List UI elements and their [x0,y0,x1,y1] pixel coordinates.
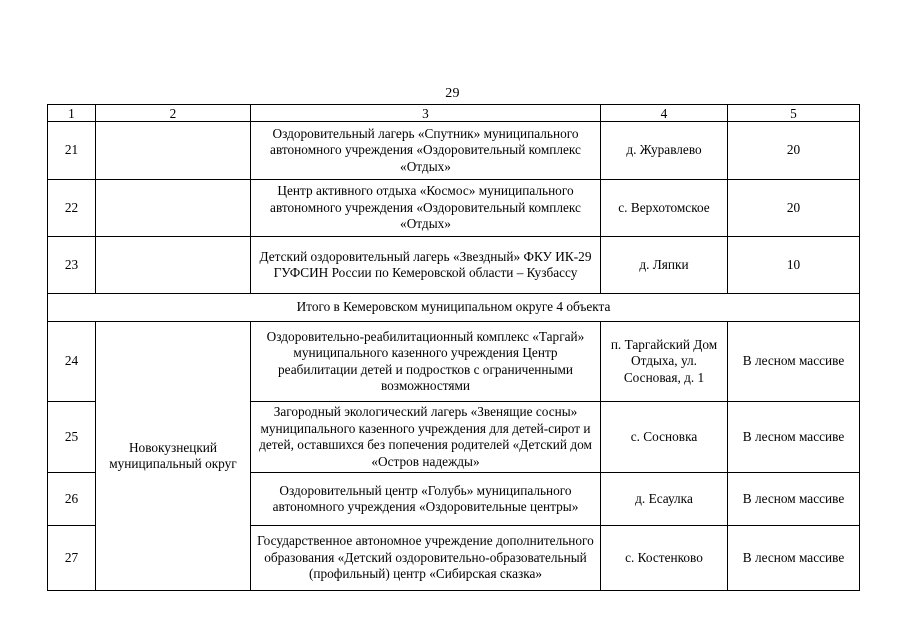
row-name: Государственное автономное учреждение до… [250,525,601,591]
table-header-row: 1 2 3 4 5 [47,104,860,122]
camps-table: 1 2 3 4 5 21 Оздоровительный лагерь «Спу… [47,104,860,591]
row-name: Оздоровительный лагерь «Спутник» муницип… [250,121,601,180]
row-location: п. Таргайский Дом Отдыха, ул. Сосновая, … [600,321,728,402]
row-district [95,121,251,180]
row-location: с. Сосновка [600,401,728,473]
table-row: 25 Загородный экологический лагерь «Звен… [47,401,860,473]
column-header-4: 4 [600,104,728,122]
row-location: д. Есаулка [600,472,728,526]
row-district [95,179,251,237]
table-row: 26 Оздоровительный центр «Голубь» муници… [47,472,860,526]
table-row: 27 Государственное автономное учреждение… [47,525,860,591]
row-number: 23 [47,236,96,294]
table-row: 21 Оздоровительный лагерь «Спутник» муни… [47,121,860,180]
column-header-5: 5 [727,104,860,122]
row-name: Центр активного отдыха «Космос» муниципа… [250,179,601,237]
row-number: 25 [47,401,96,473]
row-location: д. Ляпки [600,236,728,294]
row-number: 21 [47,121,96,180]
page-number: 29 [445,86,460,101]
column-header-3: 3 [250,104,601,122]
row-name: Оздоровительный центр «Голубь» муниципал… [250,472,601,526]
row-number: 26 [47,472,96,526]
table-row: 22 Центр активного отдыха «Космос» муниц… [47,179,860,237]
row-value: В лесном массиве [727,401,860,473]
row-value: В лесном массиве [727,525,860,591]
row-number: 22 [47,179,96,237]
row-value: 20 [727,179,860,237]
table-container: 1 2 3 4 5 21 Оздоровительный лагерь «Спу… [47,104,860,591]
row-value: В лесном массиве [727,321,860,402]
row-number: 27 [47,525,96,591]
column-header-1: 1 [47,104,96,122]
row-name: Оздоровительно-реабилитационный комплекс… [250,321,601,402]
column-header-2: 2 [95,104,251,122]
row-value: 20 [727,121,860,180]
row-number: 24 [47,321,96,402]
row-value: 10 [727,236,860,294]
row-location: с. Верхотомское [600,179,728,237]
table-row: 24 Новокузнецкий муниципальный округ Озд… [47,321,860,591]
total-text: Итого в Кемеровском муниципальном округе… [47,293,860,322]
row-district [95,236,251,294]
table-total-row: Итого в Кемеровском муниципальном округе… [47,293,860,322]
row-district-merged: Новокузнецкий муниципальный округ [95,321,251,591]
row-name: Загородный экологический лагерь «Звенящи… [250,401,601,473]
row-location: с. Костенково [600,525,728,591]
table-row: 23 Детский оздоровительный лагерь «Звезд… [47,236,860,294]
row-value: В лесном массиве [727,472,860,526]
row-location: д. Журавлево [600,121,728,180]
row-name: Детский оздоровительный лагерь «Звездный… [250,236,601,294]
